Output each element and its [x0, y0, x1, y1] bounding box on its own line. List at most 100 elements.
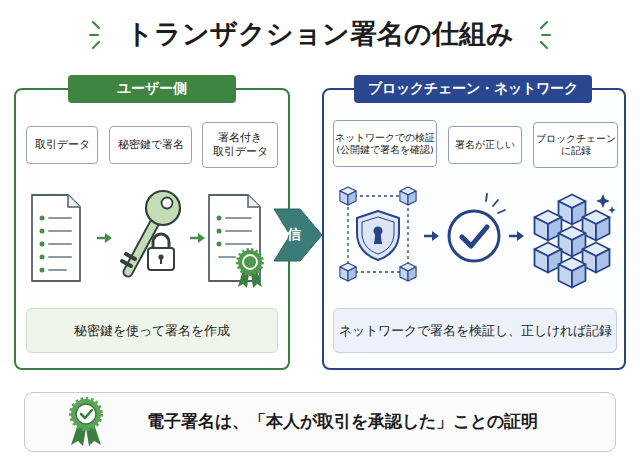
network-cube — [340, 187, 356, 205]
padlock-keyhole — [160, 258, 162, 264]
badge-ribbon — [251, 270, 262, 288]
medal-rosette — [71, 399, 101, 429]
key-shaft — [128, 222, 155, 272]
step-box: 秘密鍵で署名 — [109, 126, 192, 164]
document-icon — [32, 195, 80, 281]
medal-icon — [71, 399, 101, 446]
block-cube — [559, 258, 586, 288]
bullet — [40, 268, 45, 273]
arrow-shaft — [509, 235, 518, 238]
box-label: ブロックチェーン に記録 — [536, 133, 616, 157]
box-label: 秘密鍵で署名 — [118, 138, 184, 152]
arrow-head — [432, 231, 439, 241]
summary-box: 秘密鍵を使って署名を作成 — [26, 308, 278, 353]
box-label: 取引データ — [35, 138, 90, 152]
box-label: ネットワークでの検証 (公開鍵で署名を確認) — [335, 132, 435, 156]
key-icon — [122, 191, 180, 272]
arrow-head — [198, 233, 205, 243]
conclusion-band: 電子署名は、「本人が取引を承認した」ことの証明 — [24, 392, 616, 452]
text-lines — [219, 218, 251, 257]
sparkle-star — [608, 206, 616, 214]
network-cube — [340, 263, 356, 281]
deco-stroke — [90, 34, 98, 36]
send-arrow — [274, 209, 322, 261]
text-line — [226, 243, 251, 245]
text-line — [49, 256, 71, 258]
panel-heading: ブロックチェーン・ネットワーク — [354, 75, 592, 103]
box-label: 署名が正しい — [455, 139, 515, 151]
key-tooth — [126, 254, 135, 259]
shield-keyhole — [374, 233, 382, 244]
text-lines — [49, 218, 71, 270]
sparkle-star — [596, 194, 610, 208]
text-line — [226, 230, 251, 232]
medal-center — [76, 404, 96, 424]
bullet — [217, 242, 222, 247]
step-box: ブロックチェーン に記録 — [533, 122, 618, 168]
group-panel: ブロックチェーン・ネットワークネットワークでの検証 (公開鍵で署名を確認)署名が… — [322, 88, 626, 370]
check-circle — [449, 211, 499, 261]
bullet — [40, 242, 45, 247]
flow-arrow — [509, 231, 524, 241]
text-line — [226, 217, 251, 219]
flow-arrow — [97, 233, 112, 243]
title-decoration — [90, 22, 550, 48]
box-label: 電子署名は、「本人が取引を承認した」ことの証明 — [147, 411, 538, 432]
bullets — [40, 216, 45, 273]
deco-stroke — [542, 34, 550, 36]
page-fold — [248, 195, 260, 207]
network-link — [348, 196, 408, 272]
block-cube — [559, 227, 586, 257]
block-cube — [535, 211, 562, 241]
deco-stroke — [541, 42, 547, 48]
text-line — [49, 243, 71, 245]
badge-rosette — [238, 250, 262, 274]
deco-stroke — [93, 42, 99, 48]
key-tooth — [122, 261, 131, 266]
step-box: 取引データ — [26, 126, 98, 164]
step-box: 署名付き 取引データ — [202, 122, 278, 168]
deco-stroke — [541, 22, 547, 28]
box-label: ネットワークで署名を検証し、正しければ記録 — [339, 323, 612, 339]
page — [209, 195, 260, 281]
text-line — [49, 230, 71, 232]
page-fold — [68, 195, 80, 207]
arrow-head — [105, 233, 112, 243]
medal-ribbon — [86, 424, 101, 446]
block-cube — [583, 243, 610, 273]
box-label: 秘密鍵を使って署名を作成 — [74, 323, 230, 339]
step-box: ネットワークでの検証 (公開鍵で署名を確認) — [333, 120, 437, 167]
bullets — [217, 216, 222, 247]
shield-inner — [362, 217, 394, 254]
bullet — [217, 229, 222, 234]
group-panel: ユーザー側取引データ秘密鍵で署名署名付き 取引データ秘密鍵を使って署名を作成 — [14, 88, 290, 370]
arrow-shaft — [424, 235, 433, 238]
box-label: 署名付き 取引データ — [205, 131, 275, 159]
bullet — [40, 255, 45, 260]
diagram-title: トランザクション署名の仕組み — [0, 14, 640, 54]
flow-arrow — [424, 231, 439, 241]
medal-ribbon — [71, 424, 86, 446]
sparkle-line — [486, 194, 487, 201]
network-cube — [400, 263, 416, 281]
arrow-shaft — [97, 237, 106, 240]
sparkle-lines — [486, 194, 505, 213]
text-line — [49, 217, 71, 219]
check-icon — [449, 194, 505, 261]
badge-ribbon — [238, 270, 249, 288]
shield-keyhole — [374, 227, 383, 236]
padlock-keyhole — [158, 254, 163, 259]
bullet — [40, 216, 45, 221]
title-layer: トランザクション署名の仕組み — [0, 0, 640, 60]
block-cube — [583, 211, 610, 241]
badge-center — [243, 255, 257, 269]
signed-document-icon — [209, 195, 262, 288]
deco-stroke — [93, 22, 99, 28]
block-cube — [559, 195, 586, 225]
text-line — [49, 269, 66, 271]
network-cube — [400, 187, 416, 205]
panel-heading: ユーザー側 — [68, 75, 236, 103]
arrow-head — [517, 231, 524, 241]
